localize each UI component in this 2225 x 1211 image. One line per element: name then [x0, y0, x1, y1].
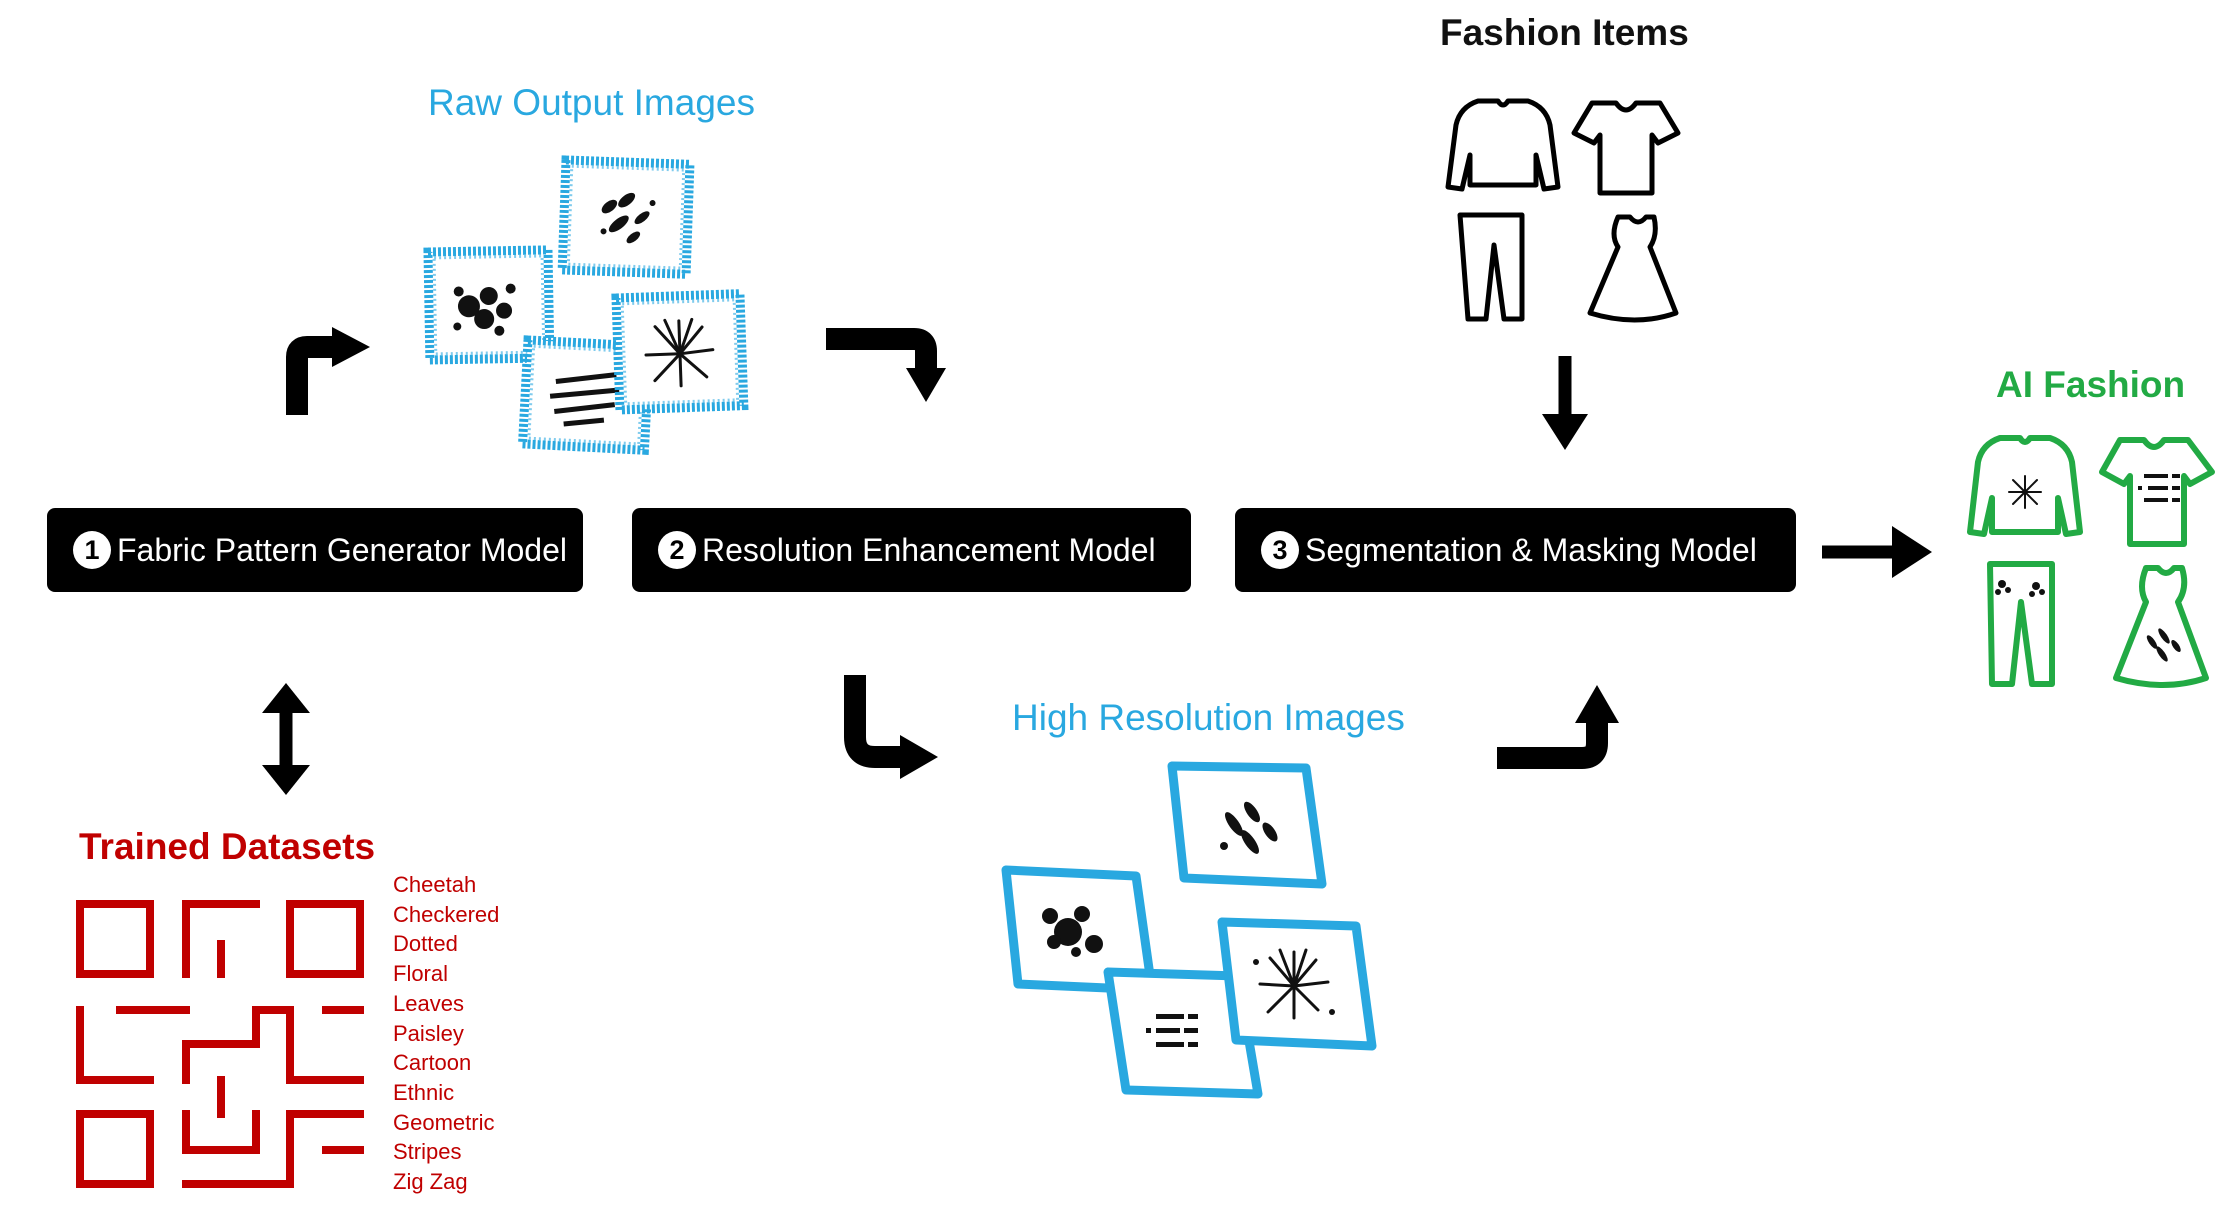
high-resolution-images-title: High Resolution Images: [1012, 697, 1405, 738]
step-number-1: 1: [73, 531, 111, 569]
dataset-item: Cartoon: [393, 1050, 472, 1076]
step-number-3: 3: [1261, 531, 1299, 569]
dataset-item: Floral: [393, 961, 449, 987]
dataset-item: Dotted: [393, 931, 458, 957]
dataset-item: Ethnic: [393, 1079, 455, 1105]
trained-datasets-title: Trained Datasets: [79, 826, 376, 867]
raw-output-images-title: Raw Output Images: [428, 82, 755, 123]
dataset-item: Stripes: [393, 1139, 462, 1165]
hires-frame-dashes: [1103, 967, 1263, 1099]
trained-datasets-maze-icon: [76, 900, 364, 1188]
dataset-item: Geometric: [393, 1109, 495, 1135]
raw-pattern-frame-fireworks: [611, 289, 749, 415]
bent-arrow-up-right-icon: [286, 327, 370, 415]
ai-dress-icon: [2113, 565, 2209, 688]
dress-icon: [1587, 214, 1679, 323]
hires-frame-slashes: [1167, 761, 1327, 889]
bent-arrow-down-right-icon: [844, 675, 938, 779]
step-number-2: 2: [658, 531, 696, 569]
dataset-item: Zig Zag: [393, 1169, 468, 1195]
ai-tshirt-icon: [2099, 437, 2215, 547]
bent-arrow-right-down-icon: [826, 328, 946, 402]
ai-fashion-icons: [1967, 435, 2215, 688]
trained-datasets-list: Cheetah Checkered Dotted Floral Leaves P…: [393, 870, 499, 1197]
sweater-icon: [1445, 98, 1561, 192]
raw-pattern-frame-dots: [423, 245, 555, 365]
fashion-items-icons: [1445, 98, 1681, 323]
model-label-1: Fabric Pattern Generator Model: [117, 531, 567, 568]
dataset-item: Paisley: [393, 1020, 464, 1046]
arrow-down-icon: [1542, 356, 1588, 450]
model-box-fabric-pattern-generator: 1 Fabric Pattern Generator Model: [47, 508, 583, 592]
hires-frame-fireworks: [1217, 917, 1377, 1051]
arrow-right-icon: [1822, 526, 1932, 578]
ai-fashion-title: AI Fashion: [1996, 364, 2186, 405]
model-label-3: Segmentation & Masking Model: [1305, 531, 1757, 568]
pants-icon: [1457, 212, 1525, 322]
dataset-item: Cheetah: [393, 872, 477, 897]
dataset-item: Leaves: [393, 990, 464, 1016]
model-box-segmentation-masking: 3 Segmentation & Masking Model: [1235, 508, 1796, 592]
bent-arrow-right-up-icon: [1497, 685, 1619, 769]
dataset-item: Checkered: [393, 901, 500, 927]
model-box-resolution-enhancement: 2 Resolution Enhancement Model: [632, 508, 1191, 592]
fashion-items-title: Fashion Items: [1440, 12, 1689, 53]
ai-pants-icon: [1987, 561, 2055, 687]
high-resolution-images-cluster: [1001, 761, 1377, 1099]
double-arrow-vertical-icon: [262, 683, 310, 795]
ai-sweater-icon: [1967, 435, 2083, 537]
raw-output-images-cluster: [423, 155, 749, 455]
tshirt-icon: [1571, 100, 1681, 196]
raw-pattern-frame-stripes: [557, 155, 695, 279]
model-label-2: Resolution Enhancement Model: [702, 531, 1156, 568]
